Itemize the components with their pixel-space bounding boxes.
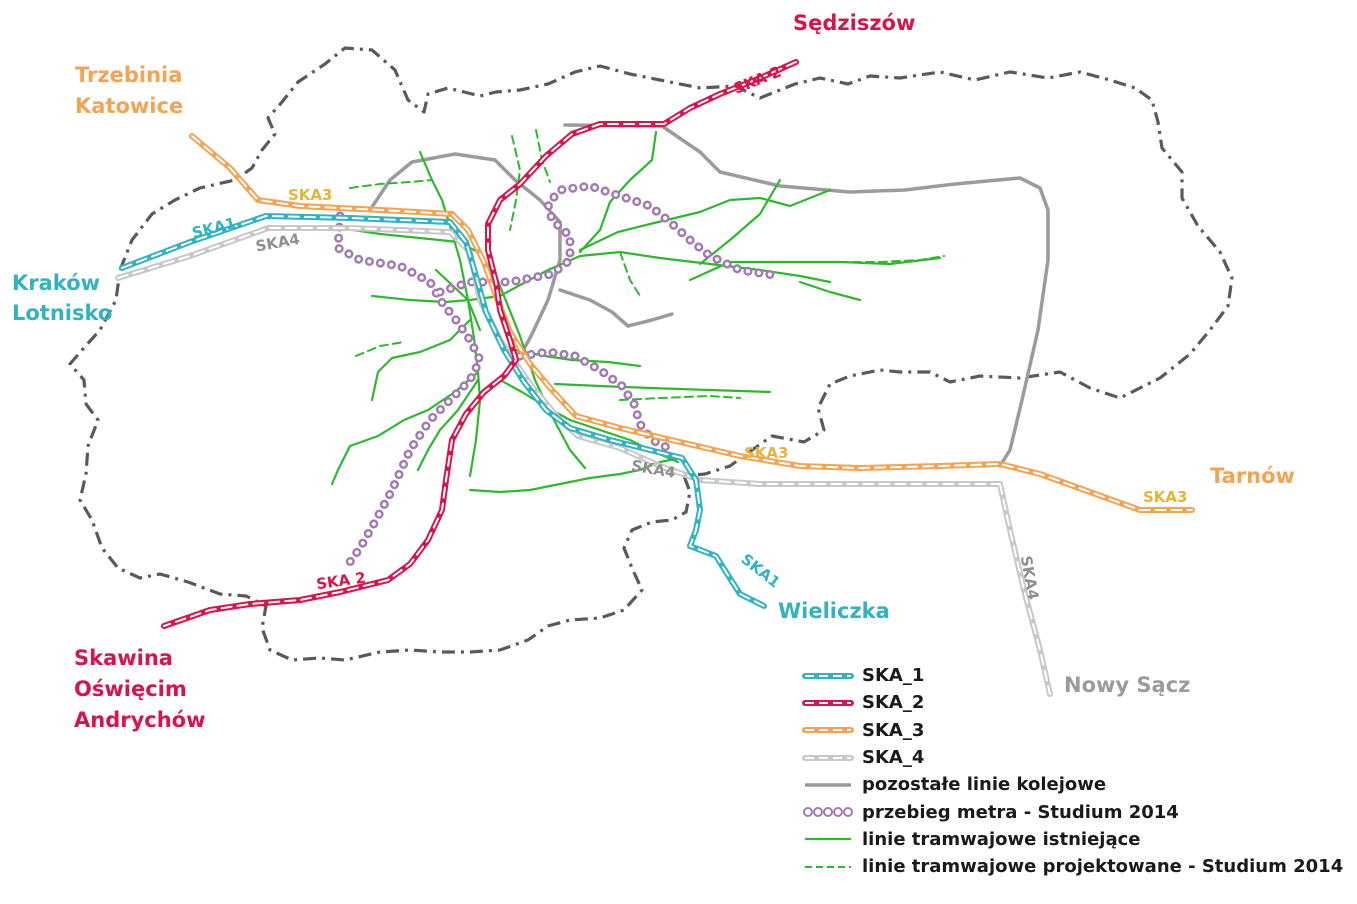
legend-swatch-ska2 (802, 699, 854, 706)
ska1-line (119, 213, 767, 609)
ska2-line (161, 59, 799, 629)
label-ska1-south: SKA1 (738, 550, 784, 592)
metro-line (333, 211, 485, 575)
label-ska4-south: SKA4 (1017, 554, 1042, 601)
legend-label-tram-existing: linie tramwajowe istniejące (862, 828, 1141, 850)
legend-label-tram-planned: linie tramwajowe projektowane - Studium … (862, 856, 1344, 878)
city-sedziszow: Sędziszów (793, 11, 916, 35)
tram-line (553, 382, 772, 394)
tram-line (798, 280, 862, 302)
tram-line (578, 188, 832, 252)
legend-label-ska2: SKA_2 (862, 692, 925, 714)
legend: SKA_1 SKA_2 SKA_3 SKA_4 pozostałe linie … (802, 662, 1343, 880)
tram-line (416, 378, 480, 472)
legend-item-rail: pozostałe linie kolejowe (802, 771, 1343, 798)
ska4-branch-core (999, 483, 1051, 695)
rail-line (558, 288, 674, 328)
ska4-main-core (117, 227, 1001, 485)
legend-swatch-ska1 (802, 672, 854, 679)
city-tarnow: Tarnów (1210, 464, 1295, 488)
label-ska3-center: SKA3 (744, 444, 788, 462)
tram-line (370, 318, 472, 402)
legend-swatch-tram-planned (805, 865, 851, 868)
legend-item-metro: przebieg metra - Studium 2014 (802, 798, 1343, 825)
ska1-main-core (121, 215, 765, 607)
city-skawina: Skawina (74, 646, 173, 670)
legend-label-ska3: SKA_3 (862, 719, 925, 741)
city-katowice: Katowice (75, 94, 184, 118)
other-railway-lines (368, 123, 1050, 468)
ska2-main (161, 59, 799, 629)
label-ska2-north: SKA 2 (731, 62, 784, 97)
planned-tram-line (839, 255, 945, 263)
planned-tram-line (509, 135, 522, 231)
planned-tram-line (349, 179, 433, 189)
planned-tram-line (619, 251, 641, 297)
tram-line (434, 268, 482, 332)
legend-swatch-ska4 (802, 754, 854, 761)
legend-item-tram-planned: linie tramwajowe projektowane - Studium … (802, 853, 1343, 880)
city-oswiecim: Oświęcim (74, 677, 187, 701)
tram-line (698, 178, 782, 266)
city-wieliczka: Wieliczka (778, 599, 890, 623)
ska3-line (189, 133, 1195, 513)
rail-line (563, 123, 1050, 468)
city-boundary (68, 46, 1234, 662)
legend-swatch-rail (805, 783, 851, 787)
planned-tram-line (619, 394, 741, 401)
legend-swatch-ska3 (802, 727, 854, 734)
legend-label-metro: przebieg metra - Studium 2014 (862, 801, 1179, 823)
tram-line (338, 226, 587, 470)
ska4-line (115, 225, 1053, 697)
city-krakow: Kraków (12, 271, 101, 295)
planned-tram-lines (349, 129, 945, 401)
legend-item-ska1: SKA_1 (802, 662, 1343, 689)
metro-line-fill (438, 183, 782, 294)
legend-item-ska2: SKA_2 (802, 689, 1343, 716)
city-nowy-sacz: Nowy Sącz (1064, 673, 1191, 697)
planned-tram-line (355, 341, 405, 357)
legend-item-ska3: SKA_3 (802, 717, 1343, 744)
legend-item-ska4: SKA_4 (802, 744, 1343, 771)
legend-label-rail: pozostałe linie kolejowe (862, 774, 1107, 796)
legend-swatch-metro (803, 807, 853, 818)
label-ska1-west: SKA1 (190, 214, 238, 242)
city-lotnisko: Lotnisko (12, 301, 113, 325)
rail-line (368, 152, 562, 362)
legend-item-tram-existing: linie tramwajowe istniejące (802, 826, 1343, 853)
label-ska3-east: SKA3 (1143, 488, 1187, 506)
label-ska3-west: SKA3 (288, 186, 332, 204)
tram-line (330, 370, 480, 486)
legend-label-ska1: SKA_1 (862, 665, 925, 687)
city-andrychow: Andrychów (74, 708, 206, 732)
label-ska4-west: SKA4 (254, 230, 301, 255)
city-trzebinia: Trzebinia (75, 63, 183, 87)
legend-swatch-tram-existing (805, 838, 851, 841)
legend-label-ska4: SKA_4 (862, 747, 925, 769)
ska3-main-core (191, 135, 1193, 511)
tram-line (578, 130, 658, 254)
ska2-main-core (163, 61, 797, 627)
